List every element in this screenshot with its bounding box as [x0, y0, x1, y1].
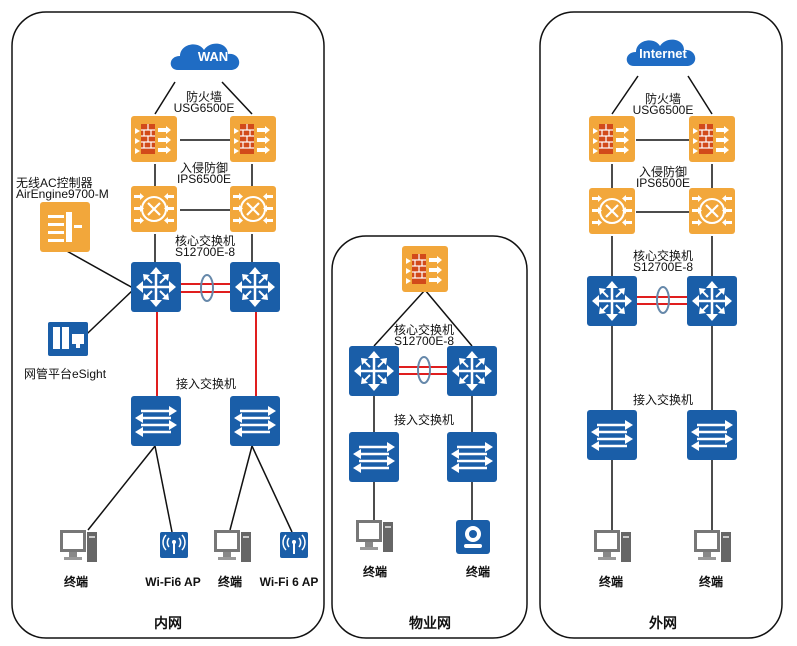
external-firewall-model: USG6500E: [633, 103, 694, 117]
external-core-model: S12700E-8: [633, 260, 693, 274]
external-firewall-1-icon: [588, 115, 636, 163]
property-core-name: 核心交换机: [394, 322, 454, 337]
property-access-switch-1-icon: [347, 430, 401, 484]
ac-controller-name: 无线AC控制器: [16, 176, 93, 190]
internal-links: [64, 81, 293, 533]
esight-server-icon: [48, 322, 88, 356]
internal-terminal-1-label: 终端: [64, 574, 88, 589]
internal-wifi-ap-2-label: Wi-Fi 6 AP: [260, 575, 319, 589]
property-link-aggregation: [417, 356, 431, 384]
property-terminal-2-label: 终端: [466, 564, 490, 579]
external-ips-name: 入侵防御: [639, 164, 687, 179]
property-access-label: 接入交换机: [394, 412, 454, 427]
internal-wifi-ap-2-icon: [279, 531, 309, 559]
internal-firewall-name: 防火墙: [186, 89, 222, 104]
zone-property-box: [331, 235, 528, 639]
internal-link-aggregation: [200, 274, 214, 302]
ac-controller-model: AirEngine9700-M: [16, 187, 109, 201]
property-terminal-1-label: 终端: [363, 564, 387, 579]
external-access-switch-1-icon: [585, 408, 639, 462]
internal-wifi-ap-1-icon: [159, 531, 189, 559]
esight-label: 网管平台eSight: [24, 366, 107, 381]
internal-firewall-2-icon: [229, 115, 277, 163]
internal-wifi-ap-1-label: Wi-Fi6 AP: [145, 575, 200, 589]
external-terminal-1-icon: [594, 530, 631, 562]
property-camera-icon: [456, 520, 490, 554]
property-core-switch-2-icon: [445, 344, 499, 398]
property-red-links: [399, 366, 448, 375]
external-core-switch-1-icon: [585, 274, 639, 328]
internal-core-name: 核心交换机: [175, 233, 235, 248]
external-terminal-1-label: 终端: [599, 574, 623, 589]
external-firewall-name: 防火墙: [645, 91, 681, 106]
property-links: [373, 289, 473, 520]
external-terminal-2-icon: [694, 530, 731, 562]
internal-firewall-model: USG6500E: [174, 101, 235, 115]
zone-internal-label: 内网: [154, 615, 182, 631]
property-terminal-icon: [356, 520, 393, 552]
zone-internal-box: [11, 11, 325, 639]
internal-terminal-2-label: 终端: [218, 574, 242, 589]
external-ips-2-icon: [687, 186, 737, 236]
external-access-switch-2-icon: [685, 408, 739, 462]
ac-controller-icon: [40, 202, 90, 252]
internal-access-label: 接入交换机: [176, 376, 236, 391]
wan-cloud: WAN: [170, 43, 240, 70]
external-firewall-2-icon: [688, 115, 736, 163]
external-ips-1-icon: [587, 186, 637, 236]
external-access-label: 接入交换机: [633, 392, 693, 407]
external-red-links: [636, 296, 690, 305]
internal-access-switch-2-icon: [228, 394, 282, 448]
internal-terminal-2-icon: [214, 530, 251, 562]
external-links: [611, 75, 713, 530]
internet-cloud: Internet: [626, 39, 696, 66]
internal-access-switch-1-icon: [129, 394, 183, 448]
wan-cloud-label: WAN: [198, 49, 228, 64]
zone-property-label: 物业网: [409, 615, 451, 631]
external-core-name: 核心交换机: [633, 248, 693, 263]
internal-ips-1-icon: [129, 184, 179, 234]
property-core-switch-1-icon: [347, 344, 401, 398]
internet-cloud-label: Internet: [639, 46, 687, 61]
external-link-aggregation: [656, 286, 670, 314]
internal-ips-2-icon: [228, 184, 278, 234]
external-terminal-2-label: 终端: [699, 574, 723, 589]
internal-core-model: S12700E-8: [175, 245, 235, 259]
external-ips-model: IPS6500E: [636, 176, 690, 190]
property-access-switch-2-icon: [445, 430, 499, 484]
internal-core-switch-1-icon: [129, 260, 183, 314]
zone-external-label: 外网: [649, 615, 677, 631]
internal-ips-name: 入侵防御: [180, 160, 228, 175]
external-core-switch-2-icon: [685, 274, 739, 328]
internal-terminal-1-icon: [60, 530, 97, 562]
property-firewall-icon: [401, 245, 449, 293]
property-core-model: S12700E-8: [394, 334, 454, 348]
zone-external-box: [539, 11, 783, 639]
internal-core-switch-2-icon: [228, 260, 282, 314]
internal-ips-model: IPS6500E: [177, 172, 231, 186]
internal-firewall-1-icon: [130, 115, 178, 163]
internal-red-links: [156, 283, 257, 396]
